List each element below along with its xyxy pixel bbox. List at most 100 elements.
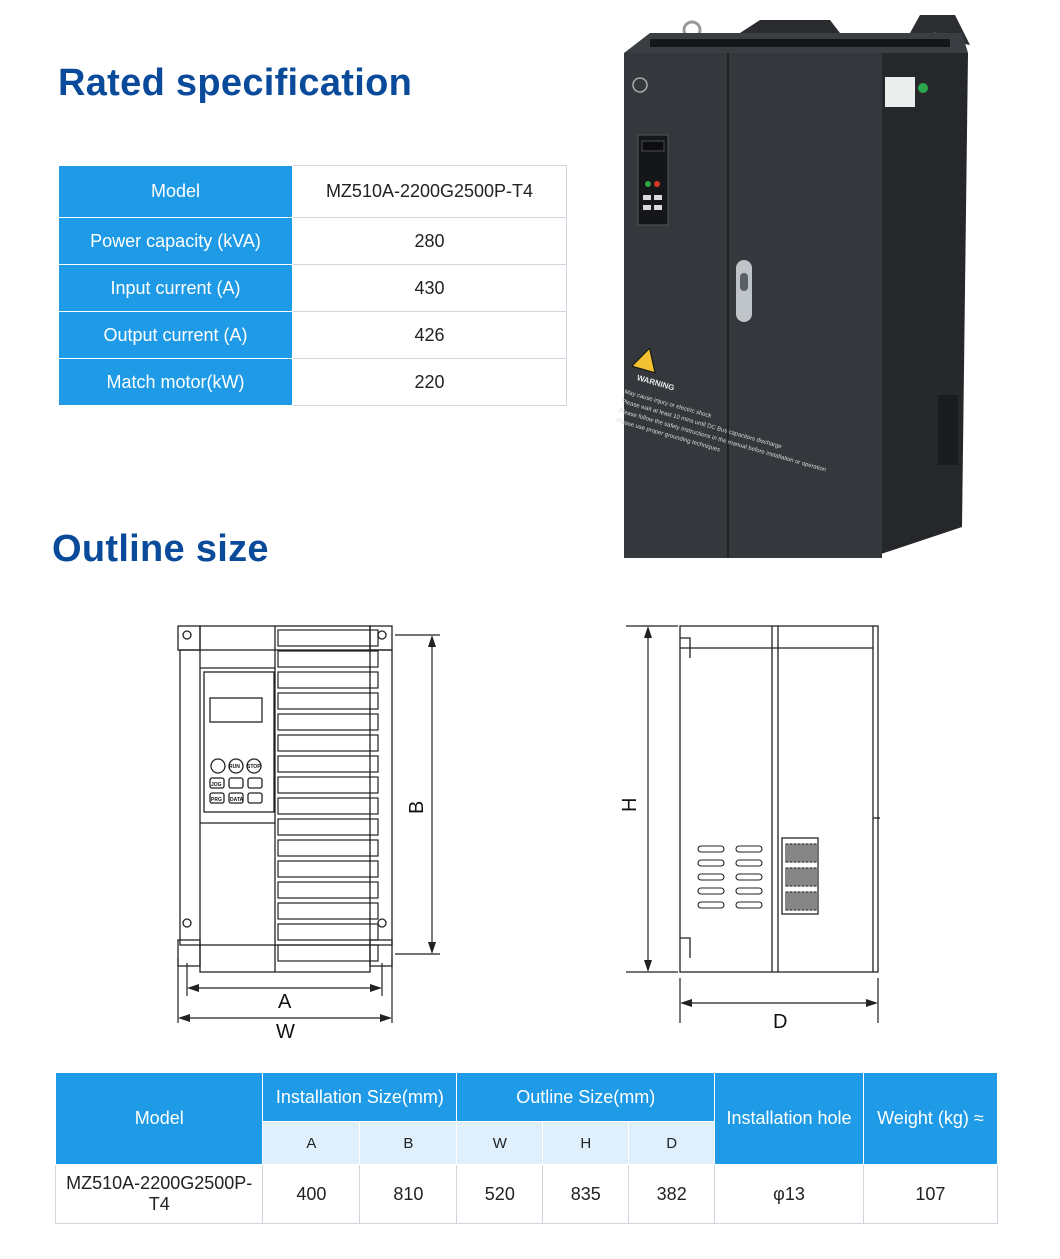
vent-slot: [797, 867, 801, 887]
heatsink-fin: [277, 755, 379, 773]
heatsink-fin: [277, 902, 379, 920]
subheader-w: W: [456, 1121, 544, 1165]
heatsink-fin: [277, 881, 379, 899]
dim-w-label: W: [276, 1021, 295, 1043]
dim-a-label: A: [278, 991, 292, 1013]
vent-slot: [735, 873, 763, 881]
heatsink-fin: [277, 860, 379, 878]
vent-slot: [801, 843, 805, 863]
spec-label-output: Output current (A): [58, 311, 293, 359]
vent-slot: [697, 845, 725, 853]
keypad-data-label: DATA: [230, 797, 244, 803]
heatsink-fin: [277, 923, 379, 941]
spec-value-model: MZ510A-2200G2500P-T4: [292, 165, 567, 218]
heatsink-fin: [277, 818, 379, 836]
header-outline-size: Outline Size(mm): [456, 1072, 716, 1122]
vent-slot: [805, 891, 809, 911]
heatsink-fin: [277, 692, 379, 710]
vent-slot: [735, 859, 763, 867]
keypad-stop-label: STOP: [247, 764, 261, 770]
dim-b-label: B: [406, 801, 428, 814]
cell-d: 382: [628, 1164, 716, 1224]
dim-h-label: H: [619, 798, 641, 812]
table-row: Power capacity (kVA)280: [58, 217, 567, 265]
vent-slot: [697, 901, 725, 909]
vent-slot: [813, 843, 817, 863]
spec-value-input: 430: [292, 264, 567, 312]
vent-slot: [809, 867, 813, 887]
vent-slot: [789, 867, 793, 887]
vent-slot: [813, 891, 817, 911]
vent-slot: [809, 843, 813, 863]
vent-slot: [785, 867, 789, 887]
subheader-b: B: [359, 1121, 458, 1165]
subheader-d: D: [628, 1121, 716, 1165]
vent-slot: [793, 891, 797, 911]
keypad-run-label: RUN: [229, 764, 240, 770]
brand-logo-icon: [632, 77, 648, 93]
cell-a: 400: [262, 1164, 361, 1224]
table-header-row: Model Installation Size(mm) Outline Size…: [54, 1072, 999, 1165]
heatsink-fin: [277, 839, 379, 857]
heatsink-fin: [277, 797, 379, 815]
dim-d-label: D: [773, 1011, 787, 1028]
spec-label-power: Power capacity (kVA): [58, 217, 293, 265]
cell-b: 810: [359, 1164, 458, 1224]
vent-slot: [801, 891, 805, 911]
vent-slot: [789, 843, 793, 863]
heatsink-fin: [277, 650, 379, 668]
door-handle-icon: [736, 260, 752, 322]
spec-label-motor: Match motor(kW): [58, 358, 293, 406]
subheader-h: H: [542, 1121, 630, 1165]
heatsink-fin: [277, 776, 379, 794]
spec-label-input: Input current (A): [58, 264, 293, 312]
vent-slot: [697, 873, 725, 881]
header-model: Model: [54, 1072, 264, 1165]
vent-slot: [797, 891, 801, 911]
keypad-panel-icon: [637, 134, 669, 226]
cell-model: MZ510A-2200G2500P-T4: [54, 1164, 264, 1224]
vent-slot: [809, 891, 813, 911]
vent-slot: [785, 891, 789, 911]
cell-h: 835: [542, 1164, 630, 1224]
keypad-jog-label: JOG: [211, 782, 222, 788]
vent-slot: [805, 867, 809, 887]
spec-value-motor: 220: [292, 358, 567, 406]
cell-hole: φ13: [714, 1164, 864, 1224]
table-row: Input current (A)430: [58, 264, 567, 312]
side-view-drawing: H D: [619, 625, 880, 1028]
vent-slot: [735, 845, 763, 853]
vent-slot: [785, 843, 789, 863]
spec-value-output: 426: [292, 311, 567, 359]
header-installation-hole: Installation hole: [714, 1072, 864, 1165]
heatsink-fin: [277, 671, 379, 689]
heatsink-fin: [277, 713, 379, 731]
table-row: MZ510A-2200G2500P-T4 400 810 520 835 382…: [54, 1164, 999, 1224]
outline-size-heading: Outline size: [52, 528, 269, 570]
spec-value-power: 280: [292, 217, 567, 265]
heatsink-fin: [277, 629, 379, 647]
vent-slot: [789, 891, 793, 911]
table-subheader-row: A B W H D: [56, 1121, 998, 1165]
spec-label-model: Model: [58, 165, 293, 218]
cell-w: 520: [456, 1164, 544, 1224]
heatsink-fin: [277, 944, 379, 962]
keypad-prg-label: PRG: [211, 797, 222, 803]
vent-slot: [813, 867, 817, 887]
vent-slot: [797, 843, 801, 863]
table-row: Output current (A)426: [58, 311, 567, 359]
inverter-cabinet-photo: WARNING May cause injury or electric sho…: [615, 15, 970, 558]
header-installation-size: Installation Size(mm): [262, 1072, 458, 1122]
rated-specification-heading: Rated specification: [58, 62, 413, 104]
cell-weight: 107: [862, 1164, 999, 1224]
vent-slot: [697, 887, 725, 895]
outline-dimension-table: Model Installation Size(mm) Outline Size…: [54, 1072, 999, 1224]
table-row: Match motor(kW)220: [58, 358, 567, 406]
front-view-drawing: RUN STOP JOG PRG DATA A W B: [177, 625, 440, 1043]
vent-slot: [805, 843, 809, 863]
vent-slot: [735, 887, 763, 895]
subheader-a: A: [262, 1121, 361, 1165]
vent-slot: [793, 867, 797, 887]
header-weight: Weight (kg) ≈: [862, 1072, 999, 1165]
